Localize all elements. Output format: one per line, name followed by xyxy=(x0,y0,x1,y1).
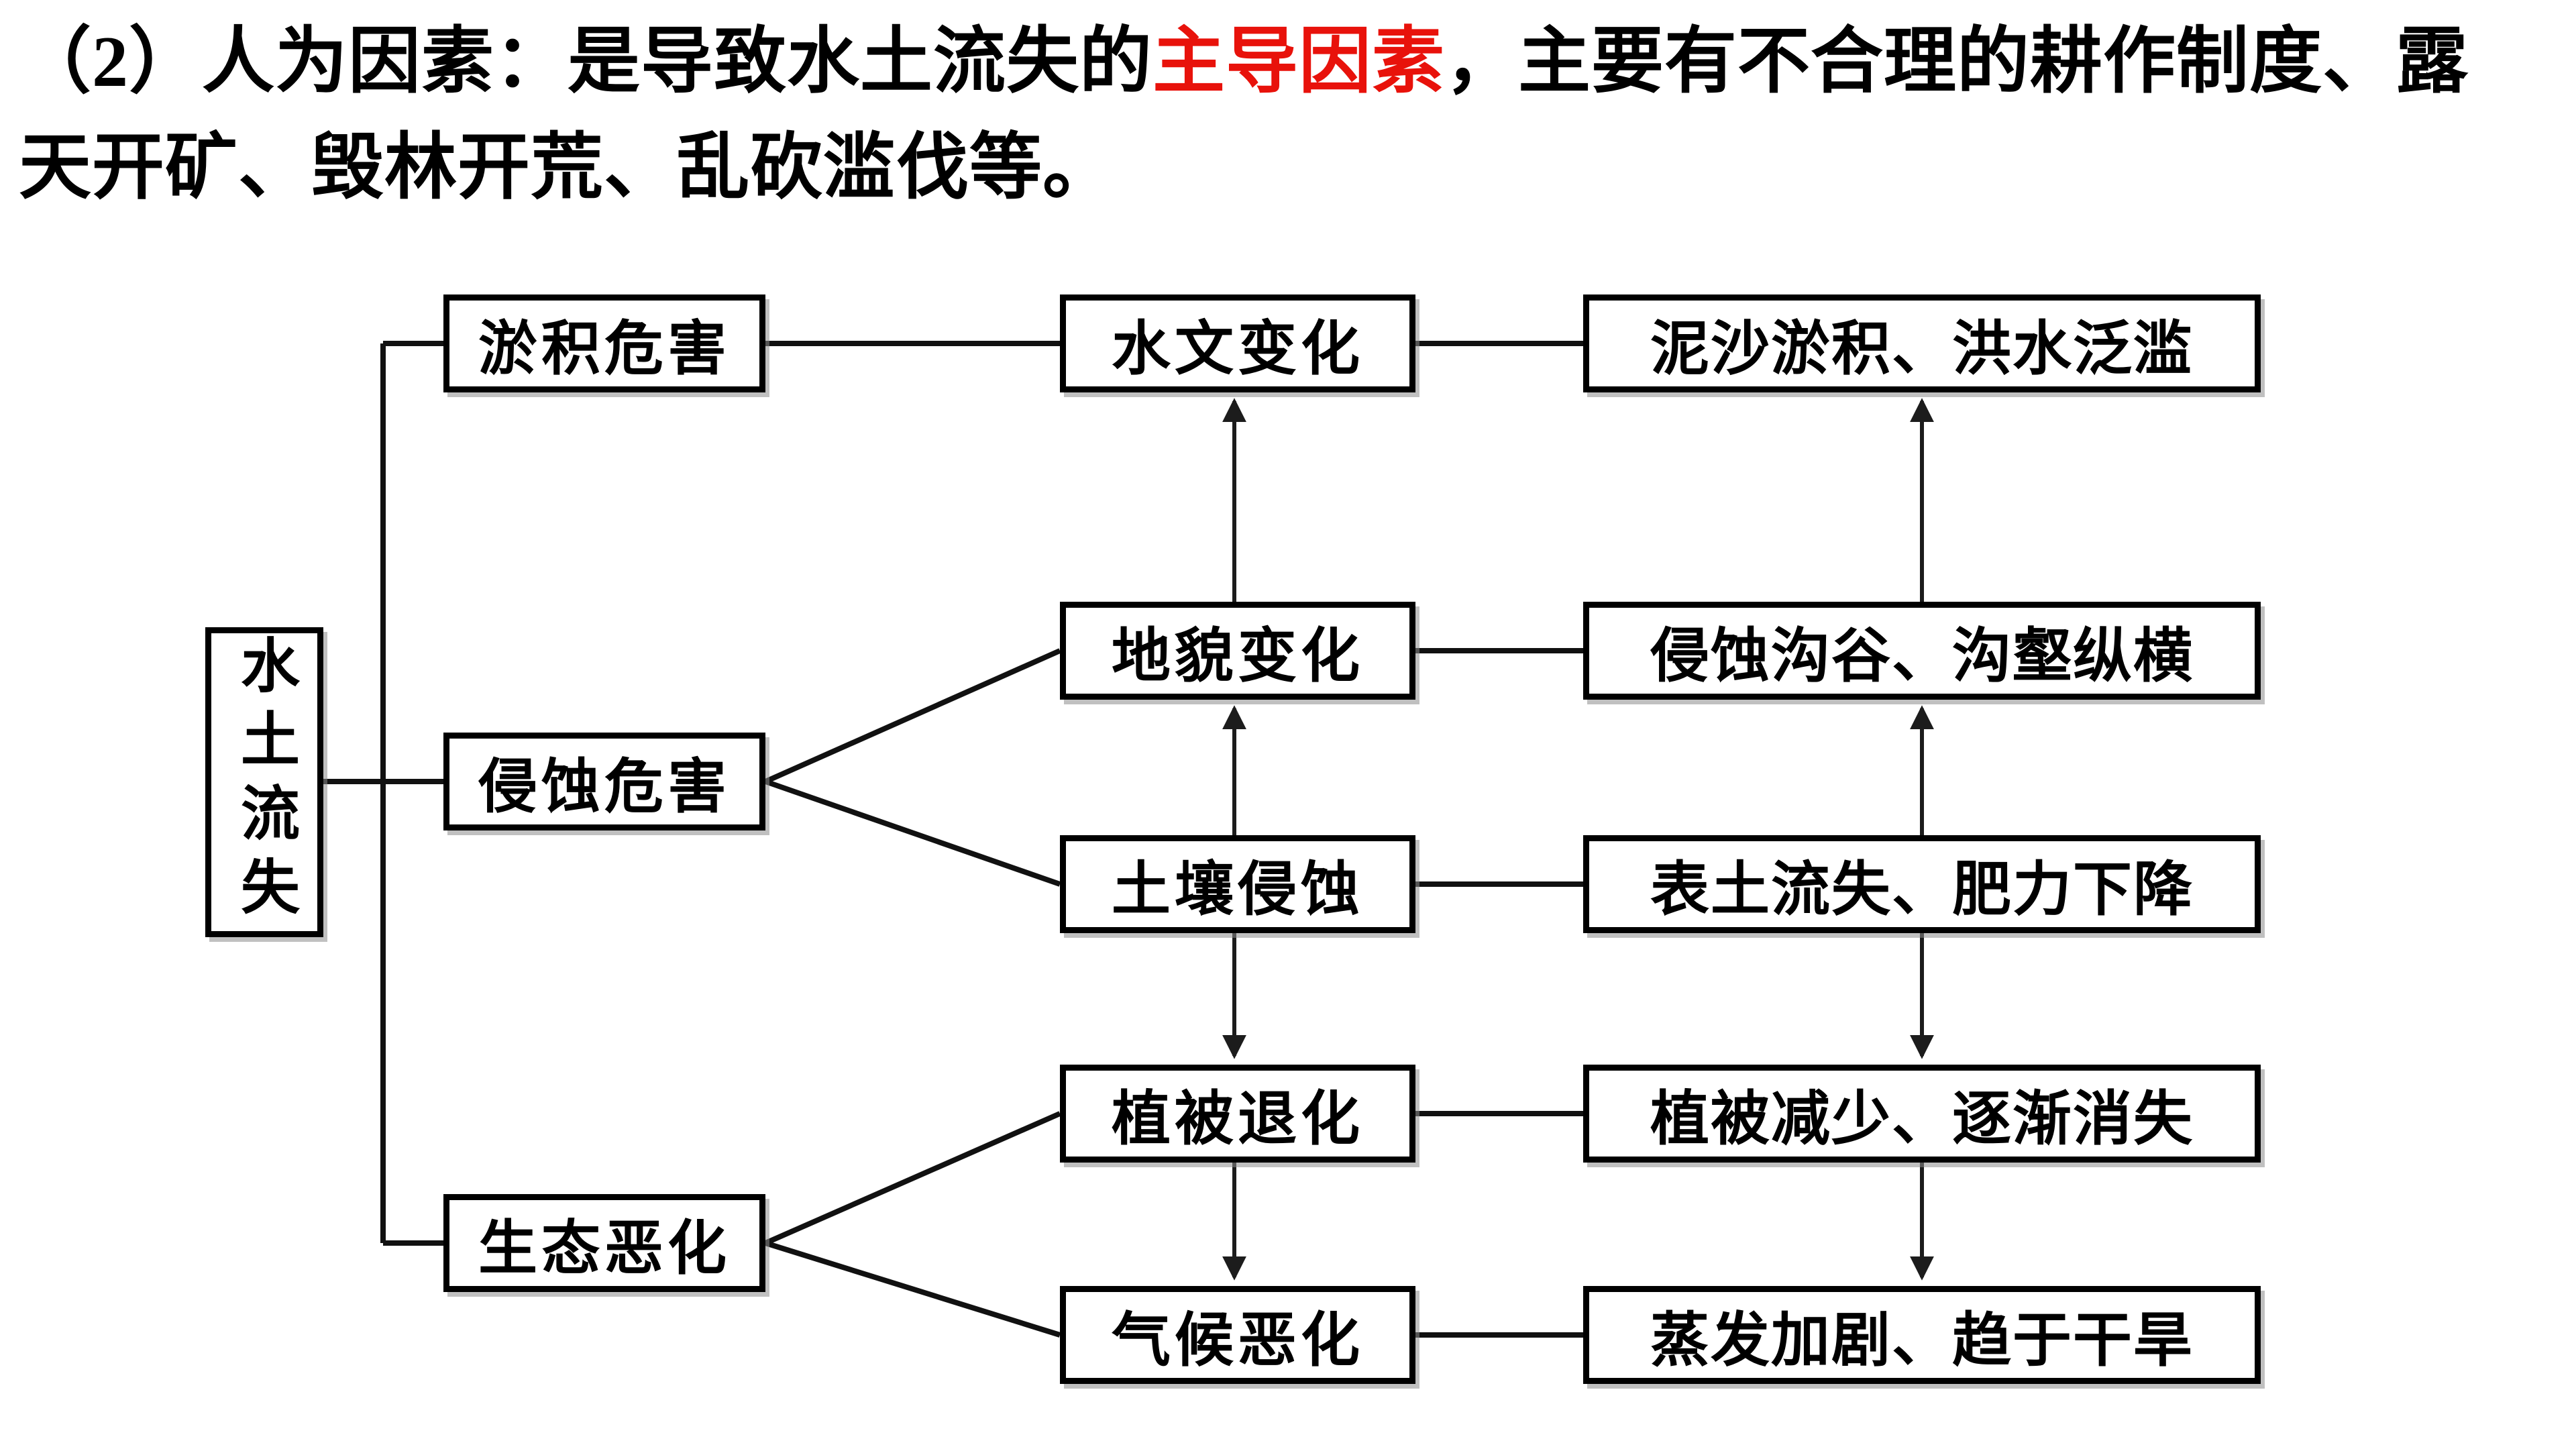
edge-erosion-landform xyxy=(764,648,1061,784)
edge-ecology-climate xyxy=(764,1240,1061,1338)
node-soil-water-loss: 水土流失 xyxy=(205,627,323,937)
node-topsoil-fertility-loss: 表土流失、肥力下降 xyxy=(1583,835,2261,933)
intro-text-before: （2）人为因素：是导致水土流失的 xyxy=(19,22,1153,102)
node-silting-harm: 淤积危害 xyxy=(443,294,765,392)
node-soil-erosion: 土壤侵蚀 xyxy=(1060,835,1415,933)
node-sediment-flood: 泥沙淤积、洪水泛滥 xyxy=(1583,294,2261,392)
node-evaporation-drought: 蒸发加剧、趋于干旱 xyxy=(1583,1286,2261,1384)
intro-text-highlight: 主导因素 xyxy=(1152,22,1446,102)
intro-text-line2: 天开矿、毁林开荒、乱砍滥伐等。 xyxy=(19,128,1116,208)
node-vegetation-degradation: 植被退化 xyxy=(1060,1065,1415,1163)
intro-text-after: ，主要有不合理的耕作制度、露 xyxy=(1445,22,2469,102)
node-erosion-harm: 侵蚀危害 xyxy=(443,733,765,830)
intro-paragraph: （2）人为因素：是导致水土流失的主导因素，主要有不合理的耕作制度、露 天开矿、毁… xyxy=(19,9,2568,221)
node-hydrology-change: 水文变化 xyxy=(1060,294,1415,392)
edge-ecology-vegdegrade xyxy=(764,1111,1061,1246)
node-gully-erosion: 侵蚀沟谷、沟壑纵横 xyxy=(1583,602,2261,700)
edge-erosion-soil xyxy=(764,779,1061,887)
node-ecology-deterioration: 生态恶化 xyxy=(443,1194,765,1292)
node-vegetation-loss: 植被减少、逐渐消失 xyxy=(1583,1065,2261,1163)
node-climate-deterioration: 气候恶化 xyxy=(1060,1286,1415,1384)
node-landform-change: 地貌变化 xyxy=(1060,602,1415,700)
